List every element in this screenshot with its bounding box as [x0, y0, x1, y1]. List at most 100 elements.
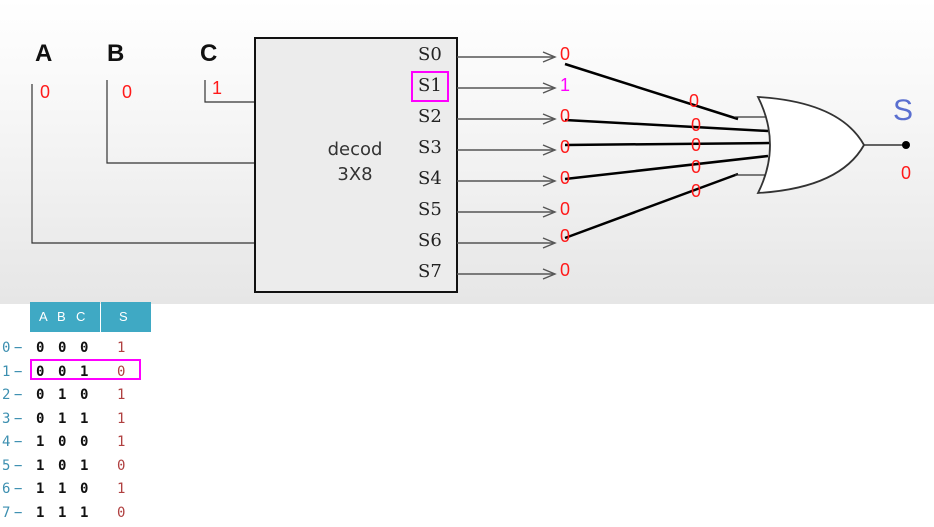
- output-arrow-head-s7: [542, 268, 557, 280]
- tt-header-s: S: [119, 309, 128, 324]
- tt-cell-c: 0: [80, 387, 89, 403]
- output-value-s1: 1: [560, 75, 571, 95]
- output-label-s4: S4: [418, 168, 442, 189]
- input-a-value: 0: [40, 82, 51, 102]
- truth-table-header-s: S: [101, 302, 151, 332]
- output-value-s0: 0: [560, 44, 571, 64]
- input-a-name: A: [35, 40, 53, 67]
- output-arrow-head-s3: [542, 144, 557, 156]
- or-line-s2: [564, 118, 769, 133]
- tt-header-b: B: [57, 309, 66, 324]
- tt-row-dash: −: [14, 434, 23, 450]
- tt-row-index: 6: [2, 481, 11, 497]
- tt-cell-b: 0: [58, 434, 67, 450]
- or-line-s3: [564, 141, 771, 147]
- output-value-s6: 0: [560, 226, 571, 246]
- truth-table-highlight: [30, 359, 141, 380]
- output-label-s2: S2: [418, 106, 442, 127]
- tt-cell-c: 1: [80, 504, 89, 521]
- decoder-box: [254, 37, 458, 293]
- tt-cell-s: 1: [117, 387, 126, 403]
- tt-row-index: 5: [2, 457, 11, 474]
- output-s-name: S: [893, 94, 914, 127]
- truth-table-header-abc: A B C: [30, 302, 100, 332]
- tt-cell-c: 1: [80, 410, 89, 427]
- tt-cell-s: 1: [117, 434, 126, 450]
- input-c-value: 1: [212, 78, 223, 98]
- or-gate: [756, 96, 866, 194]
- tt-row-index: 2: [2, 387, 11, 403]
- tt-cell-s: 1: [117, 410, 126, 427]
- output-label-s0: S0: [418, 44, 442, 65]
- tt-row-dash: −: [14, 387, 23, 403]
- tt-cell-s: 1: [117, 340, 126, 356]
- tt-row-dash: −: [14, 457, 23, 474]
- tt-cell-a: 0: [36, 387, 45, 403]
- output-label-s6: S6: [418, 230, 442, 251]
- output-arrows: [457, 51, 557, 280]
- tt-cell-a: 1: [36, 504, 45, 521]
- tt-row-dash: −: [14, 363, 23, 380]
- tt-cell-b: 0: [58, 340, 67, 356]
- output-label-s3: S3: [418, 137, 442, 158]
- tt-cell-b: 1: [58, 481, 67, 497]
- s1-highlight-box: [411, 71, 449, 102]
- tt-cell-s: 1: [117, 481, 126, 497]
- tt-header-a: A: [39, 309, 48, 324]
- tt-row-index: 7: [2, 504, 11, 521]
- gate-input-value-4: 0: [691, 157, 702, 177]
- output-value-s4: 0: [560, 168, 571, 188]
- tt-cell-a: 0: [36, 340, 45, 356]
- tt-cell-b: 0: [58, 363, 67, 380]
- output-label-s5: S5: [418, 199, 442, 220]
- tt-row-index: 1: [2, 363, 11, 380]
- input-b-name: B: [107, 40, 125, 67]
- output-value-s7: 0: [560, 260, 571, 280]
- output-arrow-head-s5: [542, 206, 557, 218]
- output-arrow-head-s2: [542, 113, 557, 125]
- input-c-name: C: [200, 40, 218, 67]
- tt-row-index: 4: [2, 434, 11, 450]
- tt-row-index: 0: [2, 340, 11, 356]
- input-b-value: 0: [122, 82, 133, 102]
- or-line-s0: [564, 62, 739, 121]
- output-label-s1: S1: [418, 75, 442, 96]
- wire-a: [31, 84, 255, 244]
- tt-cell-b: 0: [58, 457, 67, 474]
- gate-input-value-2: 0: [691, 115, 702, 135]
- gate-input-value-5: 0: [691, 181, 702, 201]
- decoder-label-line1: decod: [327, 139, 383, 160]
- tt-cell-a: 0: [36, 410, 45, 427]
- or-line-s6: [564, 172, 739, 240]
- tt-cell-c: 0: [80, 340, 89, 356]
- tt-row-index: 3: [2, 410, 11, 427]
- tt-cell-a: 1: [36, 457, 45, 474]
- gate-input-value-1: 0: [689, 91, 700, 111]
- tt-cell-c: 0: [80, 434, 89, 450]
- output-arrow-head-s4: [542, 175, 557, 187]
- output-arrow-head-s0: [542, 51, 557, 63]
- tt-cell-s: 0: [117, 457, 126, 474]
- tt-row-dash: −: [14, 504, 23, 521]
- circuit-drawing: [31, 37, 910, 293]
- tt-row-dash: −: [14, 340, 23, 356]
- tt-cell-b: 1: [58, 387, 67, 403]
- tt-header-c: C: [76, 309, 86, 324]
- output-value-s5: 0: [560, 199, 571, 219]
- tt-cell-c: 0: [80, 481, 89, 497]
- decoder-label-line2: 3X8: [337, 164, 373, 185]
- output-value-s2: 0: [560, 106, 571, 126]
- wire-b: [106, 80, 255, 164]
- tt-cell-b: 1: [58, 410, 67, 427]
- tt-cell-a: 1: [36, 481, 45, 497]
- output-s-value: 0: [901, 163, 912, 183]
- tt-cell-s: 0: [117, 504, 126, 521]
- output-node: [902, 141, 910, 149]
